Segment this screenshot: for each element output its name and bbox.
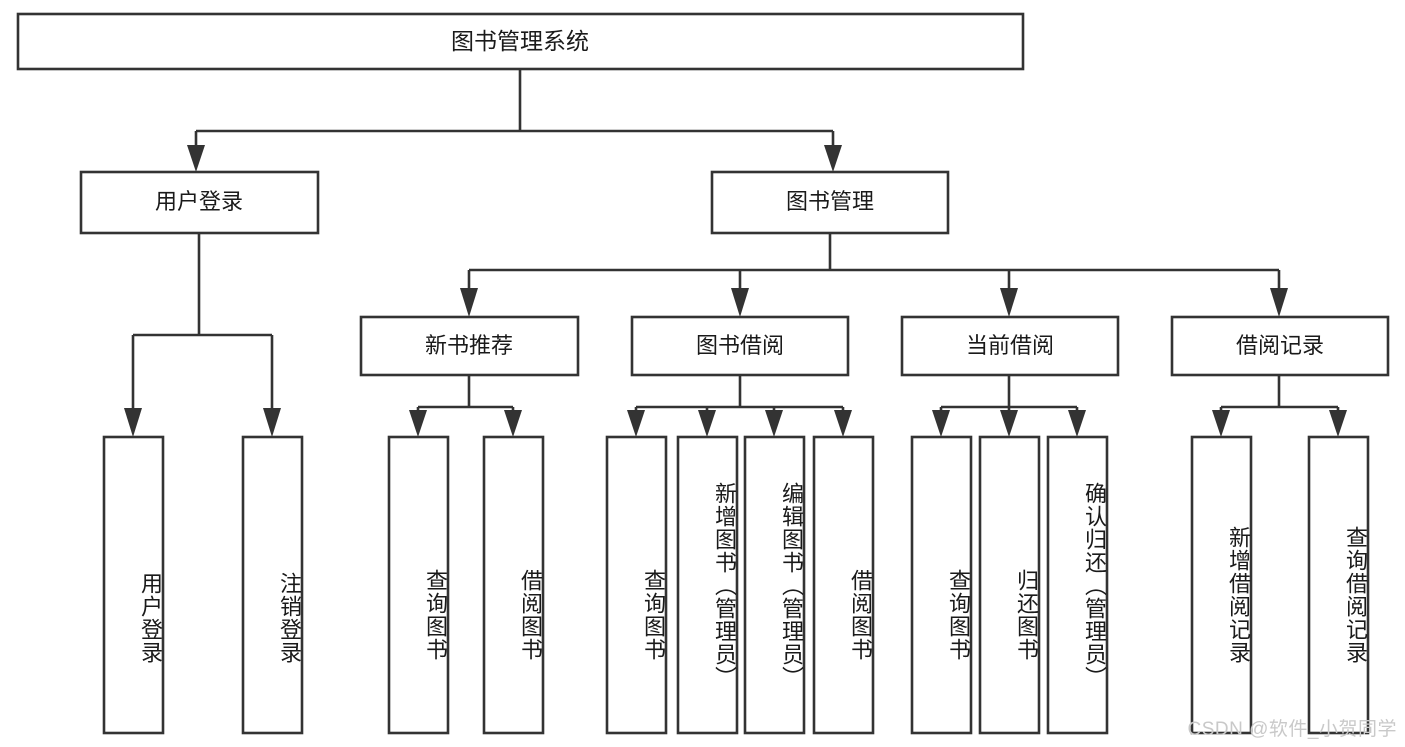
leaf-box-user-logout[interactable] [241,435,304,735]
node-new-book-recommend-label: 新书推荐 [425,333,513,358]
node-book-manage[interactable]: 图书管理 [710,170,950,235]
leaf-box-query-book-3[interactable] [910,435,973,735]
leaf-box-confirm-return[interactable] [1046,435,1109,735]
leaf-box-add-book[interactable] [676,435,739,735]
node-current-borrow[interactable]: 当前借阅 [900,315,1120,377]
node-new-book-recommend[interactable]: 新书推荐 [359,315,580,377]
connector-currentborrow-to-leaves [932,375,1086,437]
node-book-manage-label: 图书管理 [786,189,874,214]
node-borrow-record[interactable]: 借阅记录 [1170,315,1390,377]
leaf-box-borrow-book-1[interactable] [482,435,545,735]
leaf-box-user-login[interactable] [102,435,165,735]
node-root[interactable]: 图书管理系统 [16,12,1025,71]
connector-bookborrow-to-leaves [627,375,852,437]
connector-borrowrecord-to-leaves [1212,375,1347,437]
leaf-box-borrow-book-2[interactable] [812,435,875,735]
connector-userlogin-to-leaves [124,233,281,437]
leaf-box-add-record[interactable] [1190,435,1253,735]
leaf-box-query-record[interactable] [1307,435,1370,735]
connector-bookmanage-to-level3 [460,233,1288,317]
node-user-login[interactable]: 用户登录 [79,170,320,235]
node-current-borrow-label: 当前借阅 [966,333,1054,358]
node-root-label: 图书管理系统 [451,28,589,54]
node-book-borrow-label: 图书借阅 [696,333,784,358]
connector-newbook-to-leaves [409,375,522,437]
leaf-box-query-book-1[interactable] [387,435,450,735]
connector-root-to-level2 [187,69,842,172]
node-user-login-label: 用户登录 [155,189,243,214]
node-book-borrow[interactable]: 图书借阅 [630,315,850,377]
leaf-box-return-book[interactable] [978,435,1041,735]
leaf-box-query-book-2[interactable] [605,435,668,735]
node-borrow-record-label: 借阅记录 [1236,333,1324,358]
leaf-box-edit-book[interactable] [743,435,806,735]
